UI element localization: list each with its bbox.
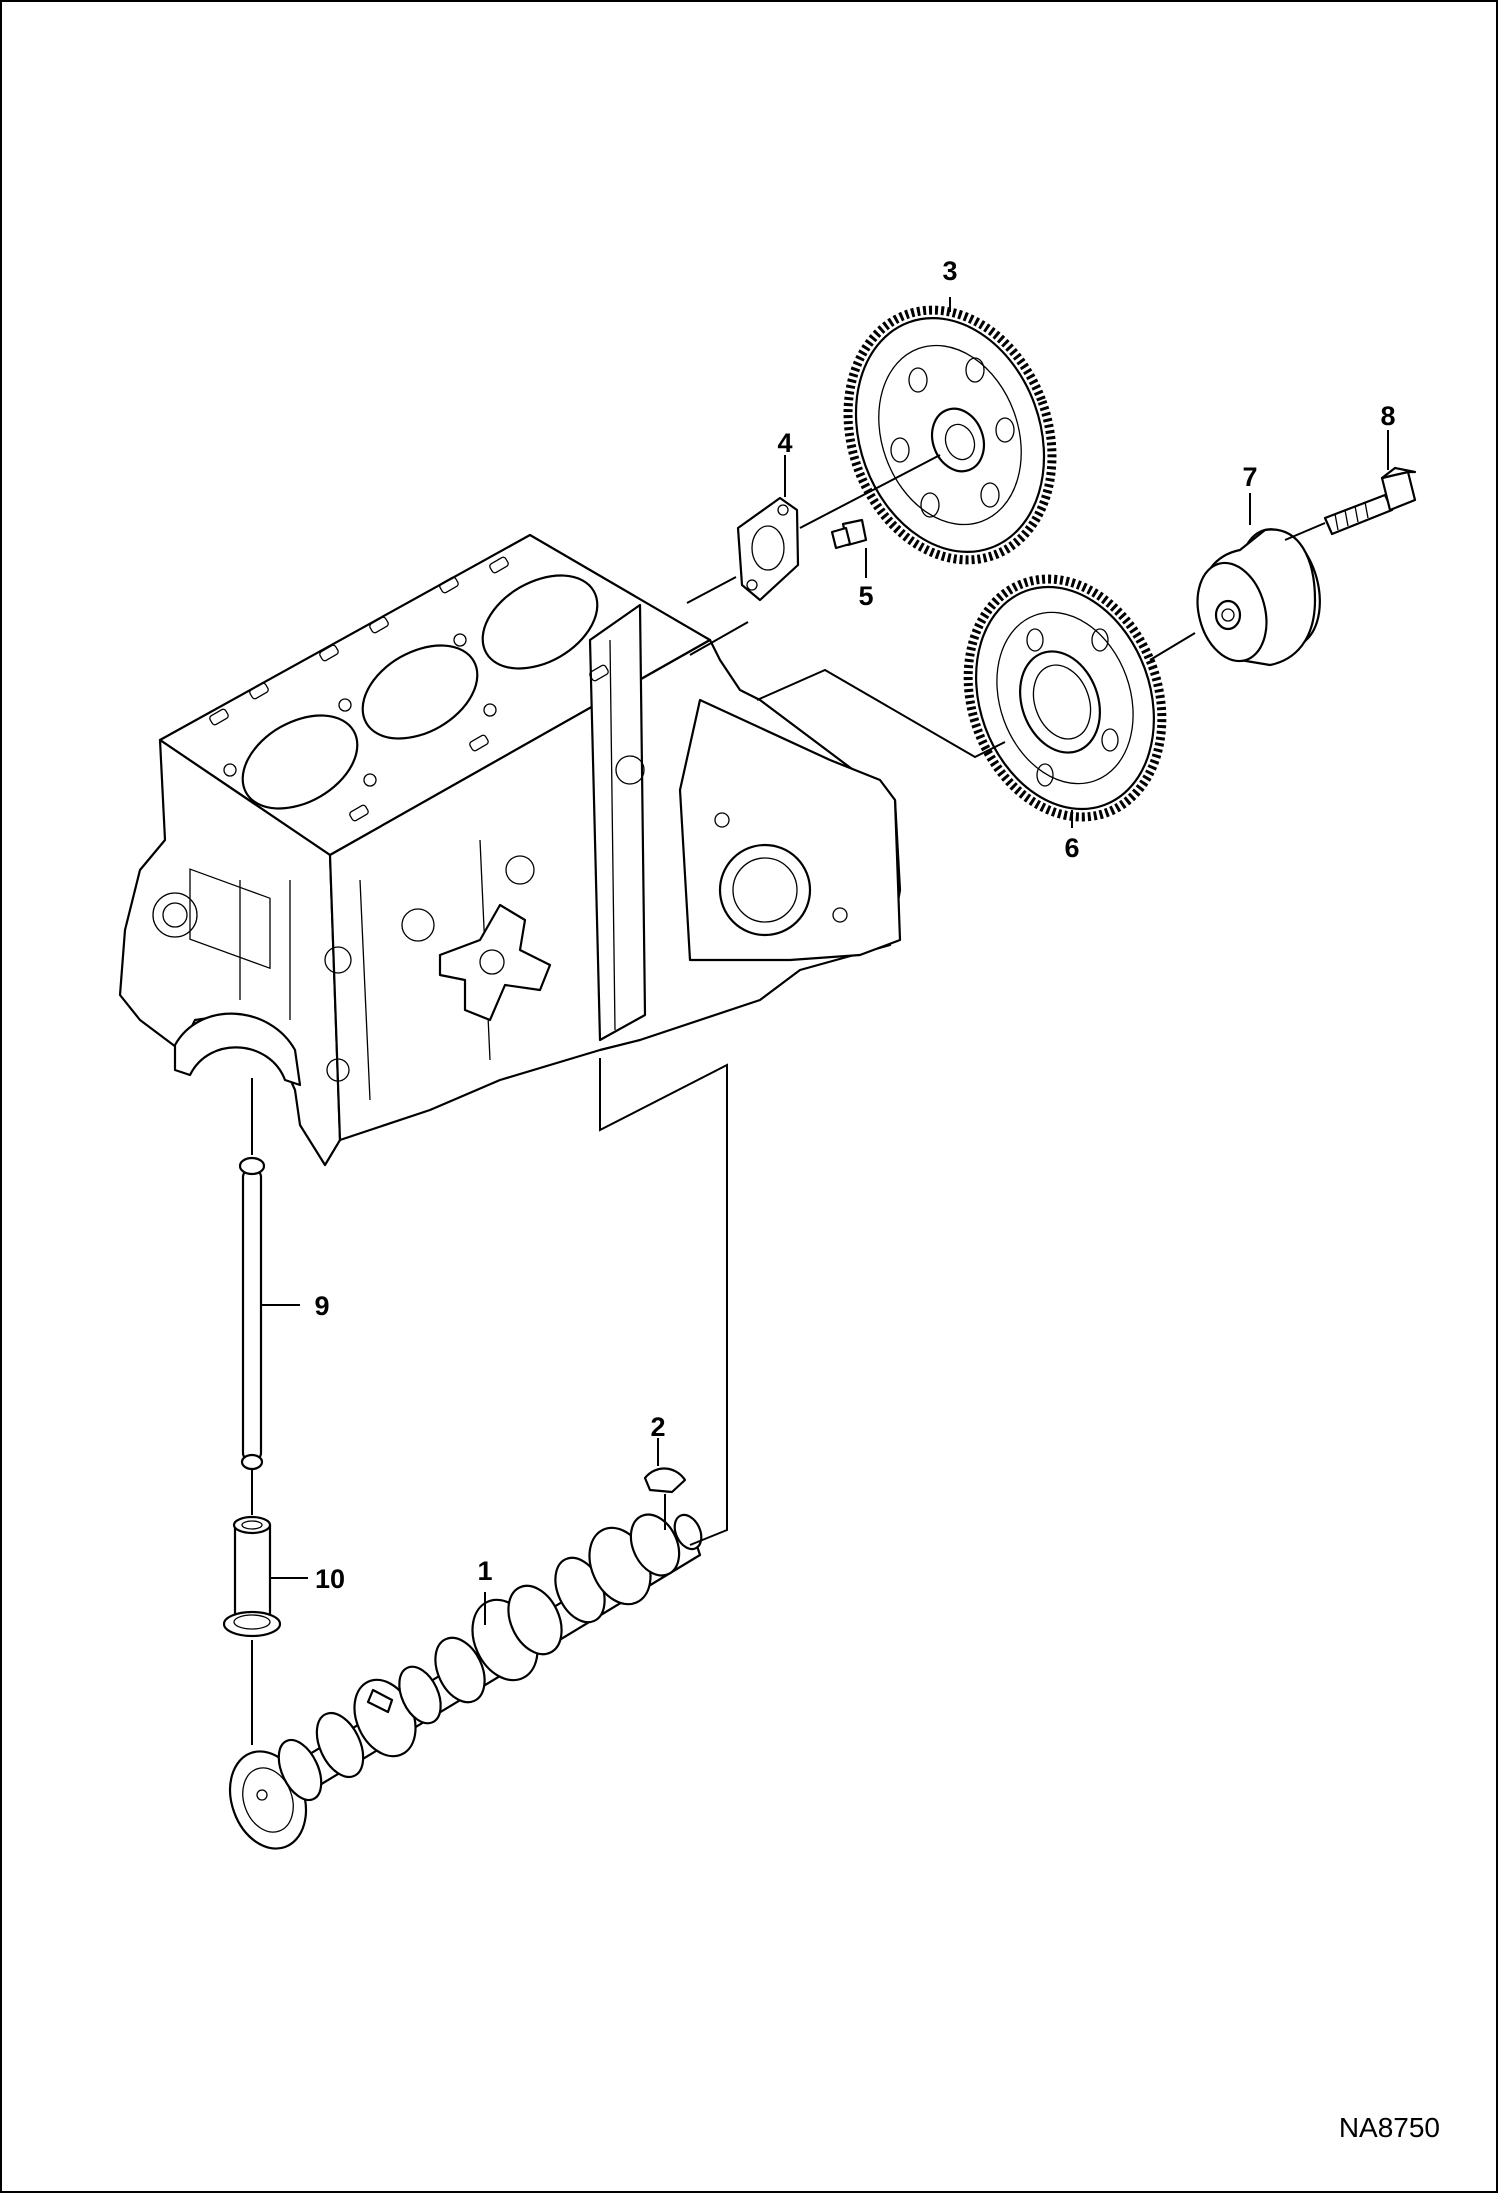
- callout-4: 4: [777, 428, 792, 458]
- idler-hub-part-7: [1196, 528, 1321, 667]
- callout-10: 10: [315, 1564, 345, 1594]
- callout-3: 3: [942, 256, 957, 286]
- callout-2: 2: [650, 1412, 665, 1442]
- callout-labels: 3 4 5 7 8 6 9 2 1 10: [314, 256, 1395, 1594]
- push-rod-part-9: [238, 1156, 266, 1471]
- callout-5: 5: [858, 581, 873, 611]
- callout-9: 9: [314, 1291, 329, 1321]
- engine-block: [118, 533, 902, 1167]
- callout-8: 8: [1380, 401, 1395, 431]
- callout-7: 7: [1242, 462, 1257, 492]
- callout-leaders: [262, 297, 1389, 1625]
- gasket-part-4: [736, 496, 800, 602]
- reference-code: NA8750: [1339, 2112, 1440, 2143]
- bolt-part-5: [830, 518, 868, 550]
- camshaft-part-1: [228, 1513, 703, 1850]
- assembly-lines: [251, 454, 1326, 1745]
- camshaft-gear-part-3: [843, 305, 1057, 565]
- tappet-part-10: [222, 1515, 282, 1638]
- callout-6: 6: [1064, 833, 1079, 863]
- callout-1: 1: [477, 1556, 492, 1586]
- hub-bolt-part-8: [1323, 466, 1417, 536]
- idler-gear-part-6: [963, 574, 1167, 822]
- key-part-2: [643, 1467, 687, 1494]
